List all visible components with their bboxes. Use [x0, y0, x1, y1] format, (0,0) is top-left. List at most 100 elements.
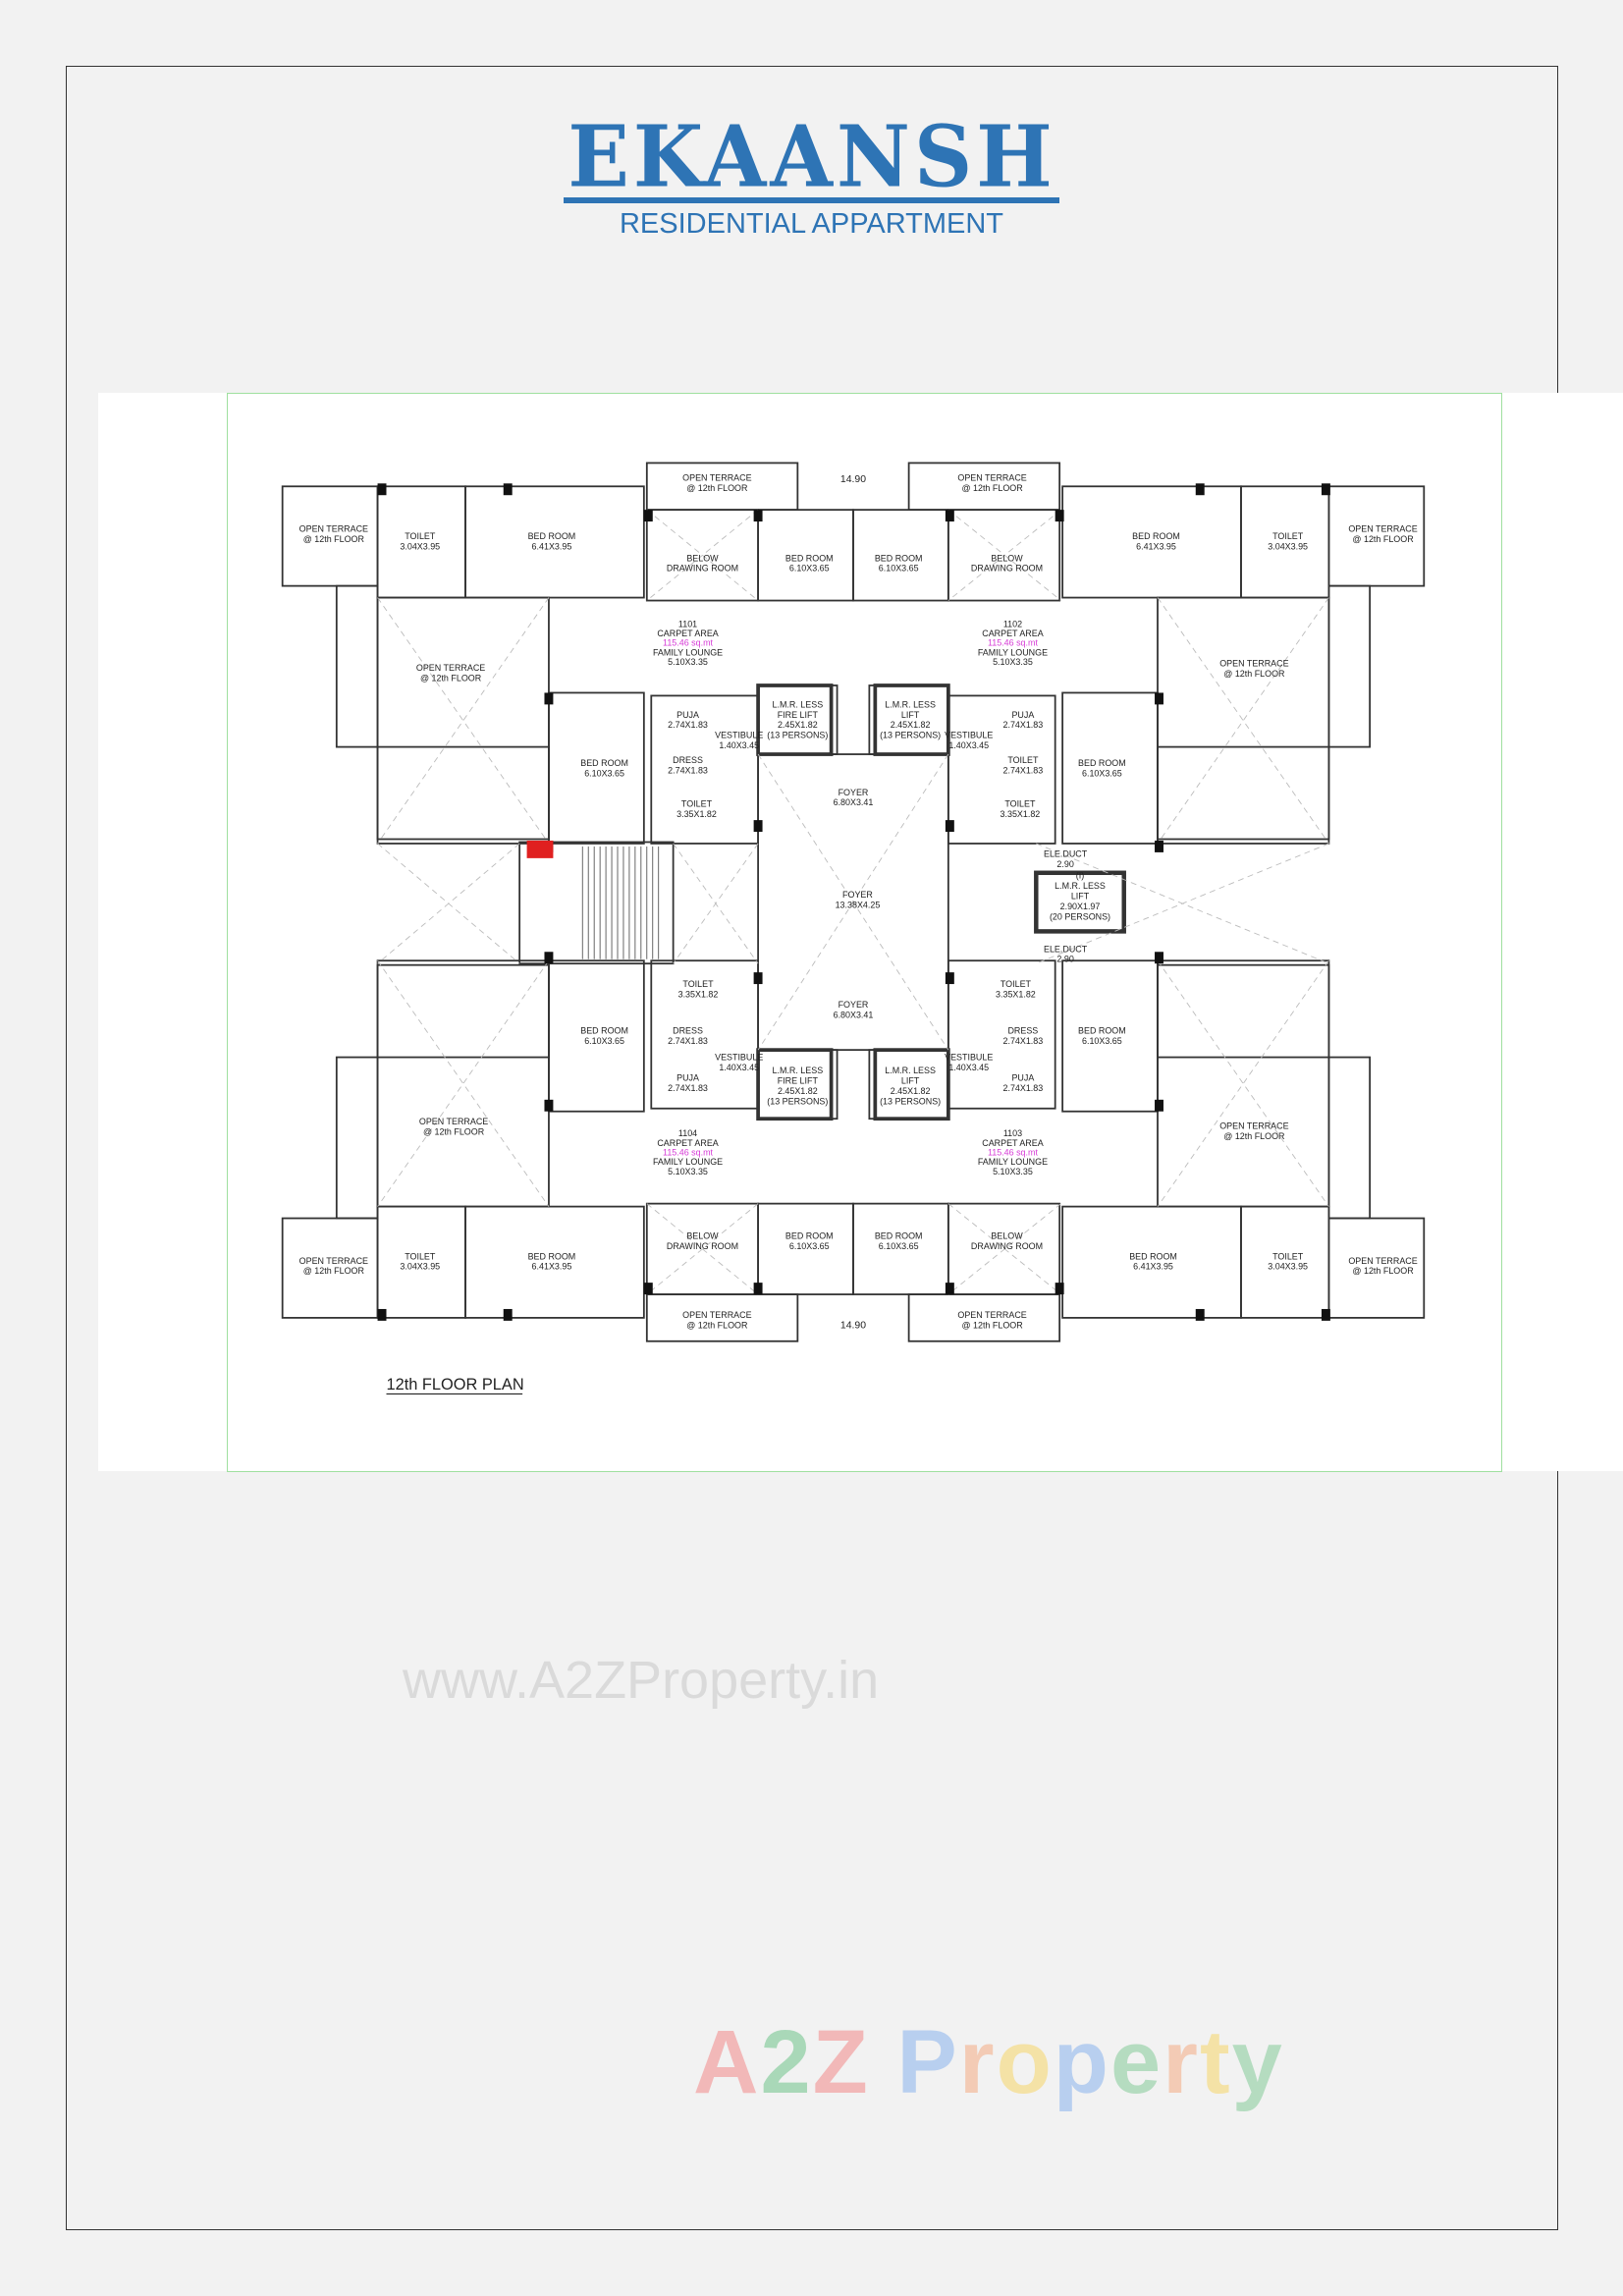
plan-frame — [227, 393, 1502, 1472]
room-label-line: BED ROOM — [785, 553, 834, 563]
room-label-line: 6.10X3.65 — [879, 564, 919, 574]
wall-outline — [281, 1217, 379, 1319]
column — [643, 510, 653, 522]
wall-outline — [1061, 485, 1242, 599]
watermark-logo-letter: Z — [812, 2012, 870, 2112]
room-label-line: DRAWING ROOM — [667, 1241, 738, 1251]
watermark-logo-letter: p — [1053, 2012, 1110, 2112]
room-label-line: OPEN TERRACE — [957, 472, 1026, 482]
wall-outline — [1157, 963, 1330, 1208]
watermark-logo-letter: t — [1199, 2012, 1232, 2112]
room-label-line: L.M.R. LESS — [1055, 881, 1106, 891]
watermark-logo: A2Z Property — [693, 2011, 1284, 2114]
wall-outline — [376, 959, 550, 1059]
unit-lounge-size: 5.10X3.35 — [668, 1167, 708, 1176]
diagonal-marker — [1157, 597, 1329, 845]
watermark-site: www.A2ZProperty.in — [403, 1651, 880, 1710]
room-label-line: VESTIBULE — [945, 1053, 993, 1063]
room-label-line: @ 12th FLOOR — [303, 1266, 365, 1276]
room-label-line: 1.40X3.45 — [719, 1063, 759, 1072]
diagonal-marker — [947, 1203, 1061, 1295]
room-label-line: @ 12th FLOOR — [686, 483, 748, 493]
column — [1155, 1099, 1163, 1112]
room-label-line: 2.90 — [1056, 955, 1073, 964]
column — [1155, 840, 1163, 852]
room-label-line: OPEN TERRACE — [299, 1256, 368, 1266]
room-label-line: L.M.R. LESS — [885, 699, 936, 709]
diagonal-marker — [673, 843, 759, 964]
diagonal-marker — [947, 509, 1061, 601]
room-label-line: (I) — [1076, 871, 1084, 881]
foyer-outline — [757, 753, 949, 1052]
room-label-line: TOILET — [1272, 531, 1304, 541]
room-label-line: 2.74X1.83 — [668, 1083, 708, 1093]
room-label: OPEN TERRACE@ 12th FLOOR — [416, 663, 485, 683]
room-label-line: @ 12th FLOOR — [423, 1127, 485, 1137]
unit-carpet-label: CARPET AREA — [982, 1138, 1043, 1148]
wall-outline — [281, 485, 379, 587]
floor-plan-panel — [98, 393, 1623, 1471]
room-label: OPEN TERRACE@ 12th FLOOR — [1348, 523, 1417, 543]
room-label-line: @ 12th FLOOR — [1352, 1266, 1414, 1276]
unit-carpet-label: CARPET AREA — [657, 1138, 718, 1148]
diagonal-marker — [646, 509, 759, 601]
room-label-line: (13 PERSONS) — [880, 1096, 941, 1106]
watermark-logo-letter: y — [1231, 2012, 1284, 2112]
wall-outline — [1061, 1205, 1242, 1319]
watermark-logo-letter: r — [958, 2012, 997, 2112]
room-label: OPEN TERRACE@ 12th FLOOR — [419, 1117, 488, 1136]
wall-outline — [335, 584, 379, 748]
column — [1155, 952, 1163, 964]
column — [544, 952, 554, 964]
room-label: OPEN TERRACE@ 12th FLOOR — [1348, 1256, 1417, 1276]
room-label-line: ELE.DUCT — [1044, 944, 1088, 954]
unit-number: 1103 — [1003, 1128, 1022, 1138]
column — [377, 1308, 387, 1321]
room-label-line: FOYER — [839, 1000, 869, 1010]
room-label-line: PUJA — [1011, 710, 1034, 720]
wall-outline — [1327, 1056, 1372, 1220]
watermark-logo-letter — [870, 2012, 897, 2112]
diagonal-marker — [377, 959, 550, 1207]
room-label-line: 6.41X3.95 — [1136, 541, 1176, 551]
room-label-line: OPEN TERRACE — [682, 472, 751, 482]
column — [753, 510, 763, 522]
room-label-line: 2.45X1.82 — [891, 720, 931, 730]
column — [544, 692, 554, 705]
column — [1155, 692, 1163, 705]
room-label-line: (13 PERSONS) — [880, 731, 941, 740]
wall-outline — [907, 462, 1061, 512]
room-label-line: (13 PERSONS) — [767, 731, 828, 740]
room-label-line: VESTIBULE — [715, 1053, 763, 1063]
room-label-line: 6.10X3.65 — [1082, 1036, 1122, 1046]
column — [1321, 483, 1330, 496]
wall-outline — [335, 1056, 379, 1220]
column — [945, 972, 954, 985]
diagonal-marker — [1157, 959, 1329, 1207]
room-label-line: L.M.R. LESS — [885, 1066, 936, 1075]
room-label-line: 2.74X1.83 — [1002, 720, 1043, 730]
unit-lounge: FAMILY LOUNGE — [653, 647, 723, 657]
room-label-line: FOYER — [842, 890, 873, 900]
room-label-line: 6.10X3.65 — [789, 564, 830, 574]
